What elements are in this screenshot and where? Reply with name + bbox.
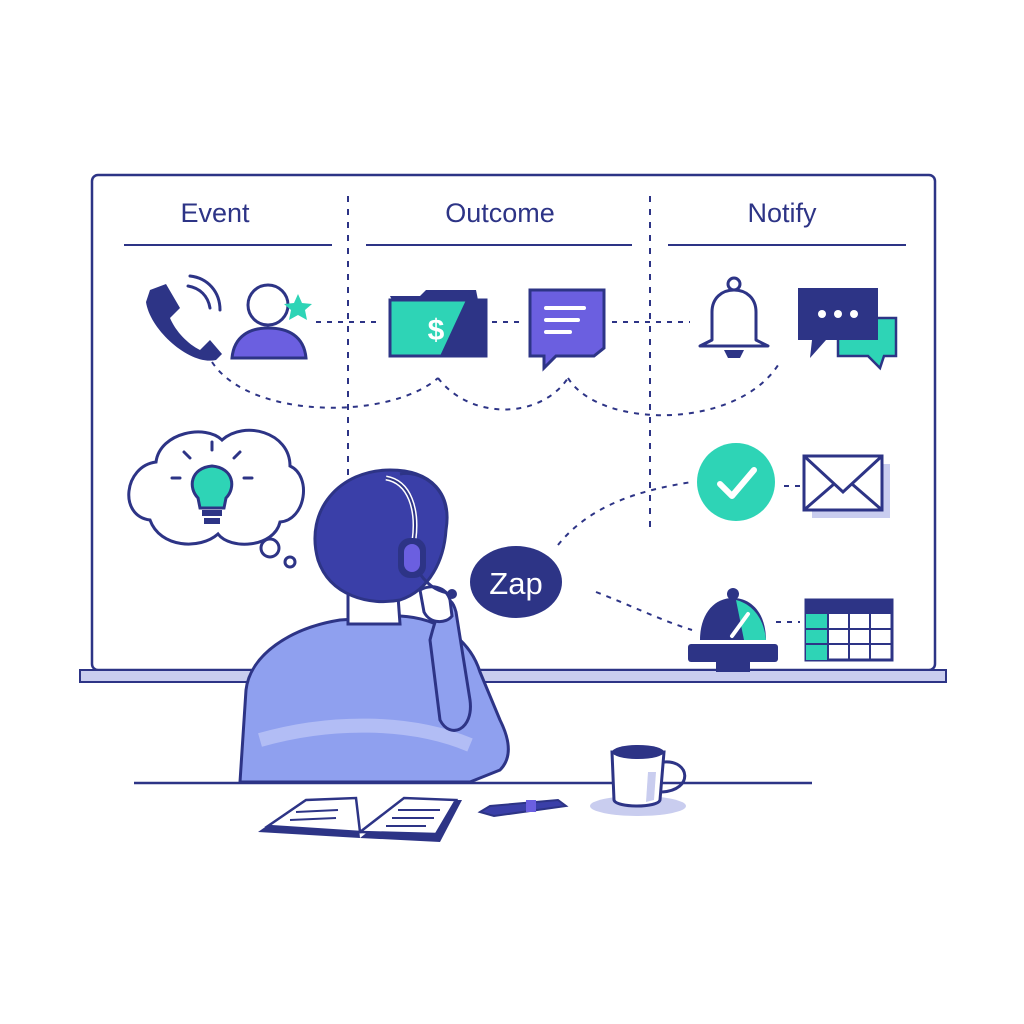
svg-text:$: $ bbox=[428, 314, 445, 347]
envelope-icon bbox=[802, 454, 890, 518]
lightbulb-thought-icon bbox=[127, 428, 305, 569]
column-header-outcome: Outcome bbox=[445, 198, 555, 228]
chat-note-icon bbox=[528, 288, 606, 372]
chat-bubbles-icon bbox=[798, 288, 898, 371]
service-bell-icon bbox=[688, 588, 778, 672]
zap-label: Zap bbox=[489, 566, 542, 601]
user-star-icon bbox=[230, 283, 312, 360]
check-circle-icon bbox=[697, 443, 775, 521]
open-book-icon bbox=[258, 796, 462, 842]
pen-icon bbox=[477, 798, 569, 818]
person bbox=[238, 468, 510, 784]
zap-badge: Zap bbox=[470, 546, 562, 618]
money-folder-icon: $ bbox=[388, 290, 488, 358]
column-dividers bbox=[347, 196, 651, 530]
spreadsheet-icon bbox=[804, 598, 894, 662]
phone-icon bbox=[146, 274, 222, 361]
bell-icon bbox=[698, 276, 770, 358]
column-header-event: Event bbox=[180, 198, 250, 228]
column-headers: Event Outcome Notify bbox=[124, 198, 906, 246]
headset-icon bbox=[385, 475, 457, 599]
flow-connectors bbox=[211, 321, 800, 631]
column-header-notify: Notify bbox=[747, 198, 817, 228]
coffee-cup-icon bbox=[590, 745, 687, 816]
